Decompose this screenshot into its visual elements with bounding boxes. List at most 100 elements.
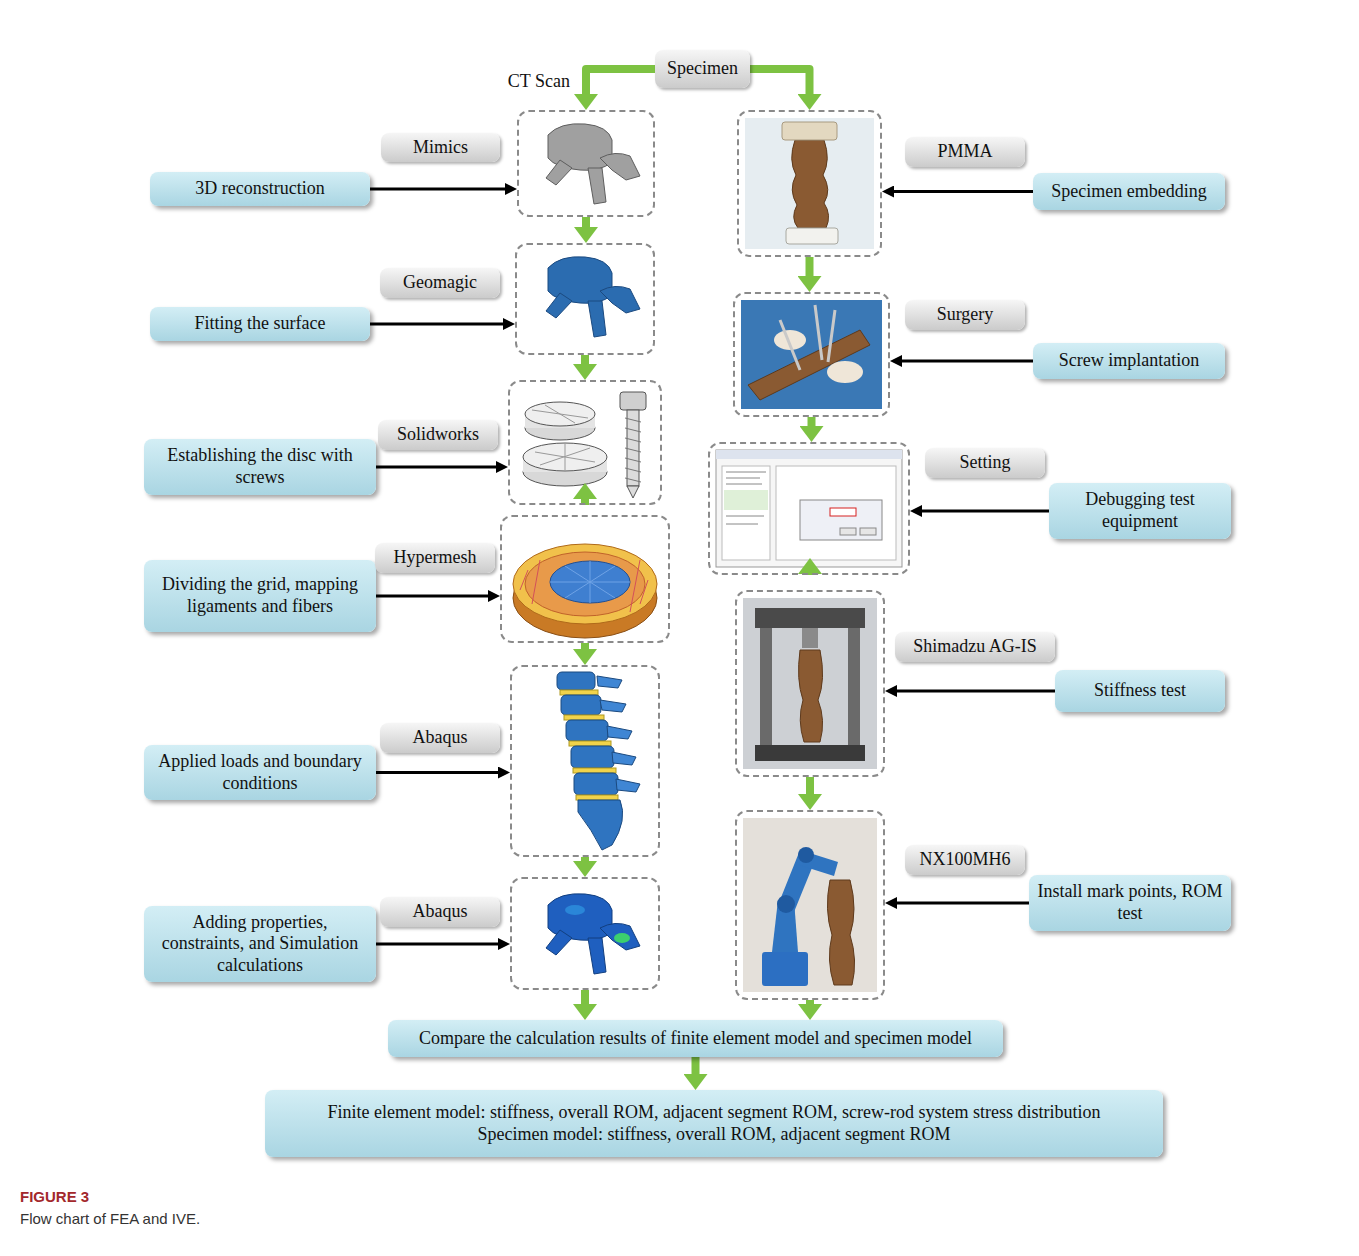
node-text: Debugging test equipment <box>1057 489 1223 532</box>
node-text: Establishing the disc with screws <box>152 445 368 488</box>
flow-arrow <box>581 990 589 1004</box>
step-box: Adding properties, constraints, and Simu… <box>144 906 376 983</box>
surgery-photo-part <box>741 300 882 409</box>
software-tag: NX100MH6 <box>905 845 1025 875</box>
testing-machine-photo-part <box>760 628 772 760</box>
disc-mesh-part <box>550 561 630 603</box>
vertebra-stress-result-part <box>565 905 585 915</box>
surgery-photo <box>741 300 882 409</box>
software-screenshot-part <box>716 450 902 459</box>
node-text: Shimadzu AG-IS <box>913 636 1037 658</box>
edge-label: CT Scan <box>506 71 572 92</box>
disc-and-screw-part <box>523 443 607 471</box>
image-frame <box>508 380 662 505</box>
testing-machine-photo-part <box>802 628 818 648</box>
software-tag: Hypermesh <box>375 543 495 573</box>
image-frame <box>733 292 890 417</box>
node-text: Hypermesh <box>394 547 477 569</box>
step-box: Fitting the surface <box>150 307 370 341</box>
node-text: Applied loads and boundary conditions <box>152 751 368 794</box>
lumbar-spine-model <box>557 672 640 850</box>
node-text: Specimen <box>667 58 738 80</box>
software-screenshot-part <box>722 466 770 560</box>
software-screenshot <box>716 450 902 567</box>
step-arrow <box>894 190 1033 193</box>
image-frame <box>735 810 885 1000</box>
software-tag: Surgery <box>905 300 1025 330</box>
disc-and-screw <box>523 392 646 498</box>
software-tag: Abaqus <box>380 897 500 927</box>
lumbar-spine-model-part <box>573 768 616 773</box>
step-arrow <box>376 466 496 469</box>
software-tag: Mimics <box>381 133 500 163</box>
specimen-photo-part <box>786 228 838 244</box>
node-text: Abaqus <box>413 901 468 923</box>
vertebra-stress-result-part <box>614 933 630 943</box>
vertebra-model-part <box>546 160 572 185</box>
lumbar-spine-model-part <box>557 672 595 690</box>
disc-and-screw-part <box>525 402 595 426</box>
specimen-photo <box>745 118 874 249</box>
specimen-photo-part <box>745 118 874 249</box>
node-text: Solidworks <box>397 424 479 446</box>
disc-mesh-part <box>513 544 657 624</box>
step-arrow <box>370 188 505 191</box>
flow-arrow <box>806 1000 814 1004</box>
figure-number: FIGURE 3 <box>20 1188 89 1205</box>
lumbar-spine-model-part <box>597 676 640 792</box>
disc-and-screw-part <box>625 418 641 482</box>
disc-and-screw-part <box>532 405 588 423</box>
software-tag: Abaqus <box>380 723 500 753</box>
lumbar-spine-model-part <box>566 720 608 741</box>
vertebra-surface-part <box>600 286 640 313</box>
disc-and-screw-part <box>620 392 646 410</box>
flow-arrow <box>582 217 590 227</box>
flow-arrow <box>692 1057 700 1074</box>
software-screenshot-part <box>726 472 766 524</box>
vertebra-model <box>546 124 640 204</box>
node-text: Specimen embedding <box>1051 181 1206 203</box>
vertebra-surface-part <box>588 301 606 337</box>
node-text: NX100MH6 <box>919 849 1010 871</box>
vertebra-model-part <box>588 168 606 204</box>
image-frame <box>510 665 660 857</box>
step-box: Screw implantation <box>1033 343 1225 379</box>
testing-machine-photo-part <box>755 745 865 761</box>
node-text: Geomagic <box>403 272 477 294</box>
vertebra-stress-result-part <box>546 930 572 955</box>
image-frame <box>510 877 660 990</box>
image-frame <box>708 442 910 575</box>
lumbar-spine-model-part <box>561 695 601 715</box>
flow-arrow <box>806 777 814 794</box>
software-screenshot-part <box>800 500 882 540</box>
software-screenshot-part <box>830 508 856 516</box>
vertebra-model-part <box>600 153 640 180</box>
node-text: Setting <box>959 452 1010 474</box>
disc-and-screw-part <box>535 443 595 471</box>
surgery-photo-part <box>748 330 870 400</box>
vertebra-stress-result-part <box>588 938 606 974</box>
node-text: Abaqus <box>413 727 468 749</box>
step-box: Install mark points, ROM test <box>1029 875 1231 930</box>
flow-arrow <box>806 257 814 276</box>
node-text: PMMA <box>937 141 992 163</box>
robot-photo-part <box>777 895 795 913</box>
image-frame <box>500 515 670 643</box>
flow-arrow <box>581 857 589 861</box>
software-tag: PMMA <box>905 137 1025 167</box>
step-box: Establishing the disc with screws <box>144 439 376 494</box>
software-screenshot-part <box>716 450 902 567</box>
step-arrow <box>376 771 498 774</box>
step-box: Applied loads and boundary conditions <box>144 745 376 800</box>
step-arrow <box>922 510 1049 513</box>
disc-mesh-part <box>550 561 630 603</box>
specimen-photo-part <box>792 140 829 228</box>
step-box: Stiffness test <box>1055 670 1225 712</box>
node-text: 3D reconstruction <box>195 178 324 200</box>
node-text: Stiffness test <box>1094 680 1186 702</box>
software-screenshot-part <box>860 528 876 535</box>
software-screenshot-part <box>840 528 856 535</box>
lumbar-spine-model-part <box>571 746 614 768</box>
step-arrow <box>897 690 1055 693</box>
